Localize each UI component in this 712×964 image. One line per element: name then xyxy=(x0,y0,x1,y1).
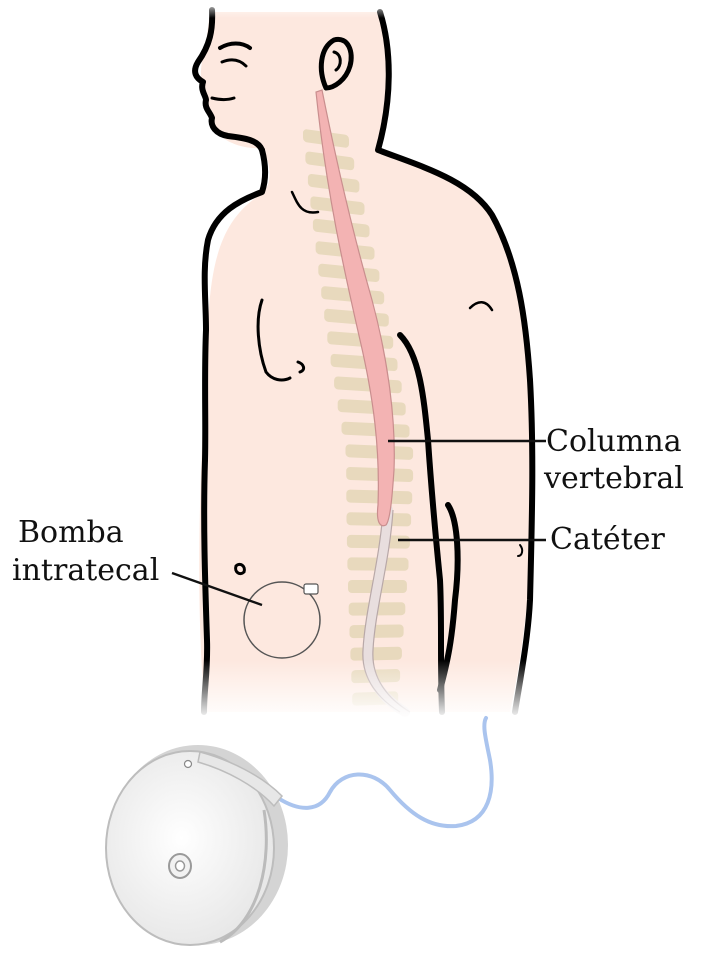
pump-device xyxy=(106,745,288,945)
implanted-pump xyxy=(244,582,320,658)
label-columna: Columna xyxy=(546,424,682,459)
label-vertebral: vertebral xyxy=(543,461,684,496)
label-cateter: Catéter xyxy=(550,522,665,557)
vertebra xyxy=(350,624,404,638)
label-intratecal: intratecal xyxy=(12,553,159,588)
pump-tube xyxy=(278,718,492,826)
vertebra xyxy=(350,647,402,661)
label-bomba: Bomba xyxy=(18,515,124,550)
